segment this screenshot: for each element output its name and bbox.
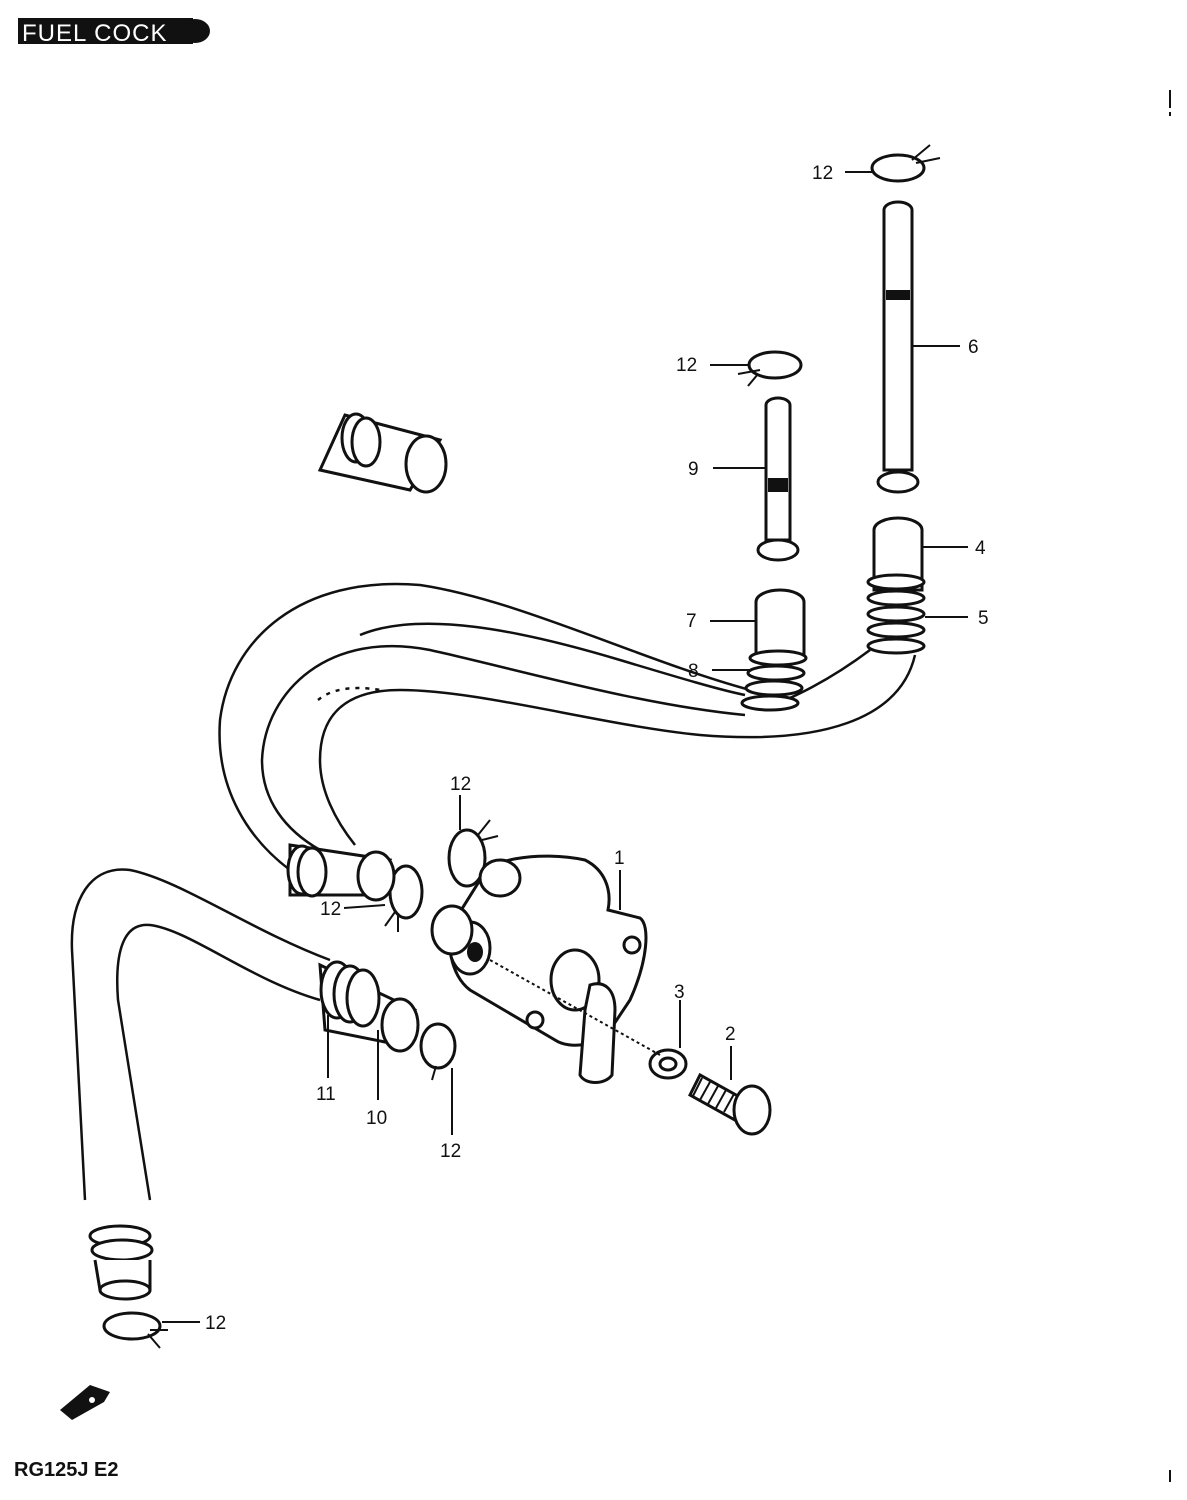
callout-12-bottom: 12 xyxy=(205,1313,226,1334)
callout-12-valve-left: 12 xyxy=(320,899,341,920)
callout-7: 7 xyxy=(686,611,697,632)
part-8-rings xyxy=(740,649,808,712)
connector-upper xyxy=(317,412,448,494)
part-7-8-connector xyxy=(740,588,808,712)
callout-5: 5 xyxy=(978,608,989,629)
assembly-line xyxy=(489,959,661,1056)
callout-8: 8 xyxy=(688,661,699,682)
callout-9: 9 xyxy=(688,459,699,480)
screw-thread xyxy=(692,1077,735,1113)
callout-1: 1 xyxy=(614,848,625,869)
part-6-pipe xyxy=(876,200,920,494)
callout-2: 2 xyxy=(725,1024,736,1045)
clamp-valve-lower xyxy=(419,1022,457,1081)
callout-11: 11 xyxy=(316,1084,336,1105)
hose-upper-right xyxy=(318,622,917,846)
model-code: RG125J E2 xyxy=(14,1459,119,1481)
diagram-title: FUEL COCK xyxy=(22,20,167,47)
bottom-hose-end xyxy=(88,1224,154,1301)
part-3-washer xyxy=(648,1048,688,1080)
callout-12-top: 12 xyxy=(812,163,833,184)
callout-10: 10 xyxy=(366,1108,387,1129)
connector-middle xyxy=(286,843,396,902)
callout-12-valve-top: 12 xyxy=(450,774,471,795)
clamp-valve-upper xyxy=(447,819,499,888)
callout-3: 3 xyxy=(674,982,685,1003)
part-2-screw xyxy=(688,1072,772,1136)
part-1-valve-body xyxy=(430,854,648,1084)
callout-6: 6 xyxy=(968,337,979,358)
callout-12-valve-bottom: 12 xyxy=(440,1141,461,1162)
title-bar: FUEL COCK xyxy=(18,18,210,47)
clamp-top-right xyxy=(870,144,941,183)
clamp-upper-mid xyxy=(737,350,803,387)
callout-12-upper: 12 xyxy=(676,355,697,376)
hose-lower xyxy=(70,868,331,1201)
hose-upper-left xyxy=(218,582,751,871)
callout-4: 4 xyxy=(975,538,986,559)
part-5-rings xyxy=(866,573,926,655)
part-10-11-connector xyxy=(318,960,420,1053)
part-4-5-connector xyxy=(866,516,926,655)
leader-lines xyxy=(162,171,968,1323)
clamp-bottom xyxy=(102,1311,168,1349)
part-9-pipe xyxy=(756,396,800,562)
front-arrow-icon xyxy=(60,1385,110,1420)
callouts: 12 6 12 9 4 5 7 8 12 1 12 3 2 11 10 12 1… xyxy=(205,163,989,1334)
